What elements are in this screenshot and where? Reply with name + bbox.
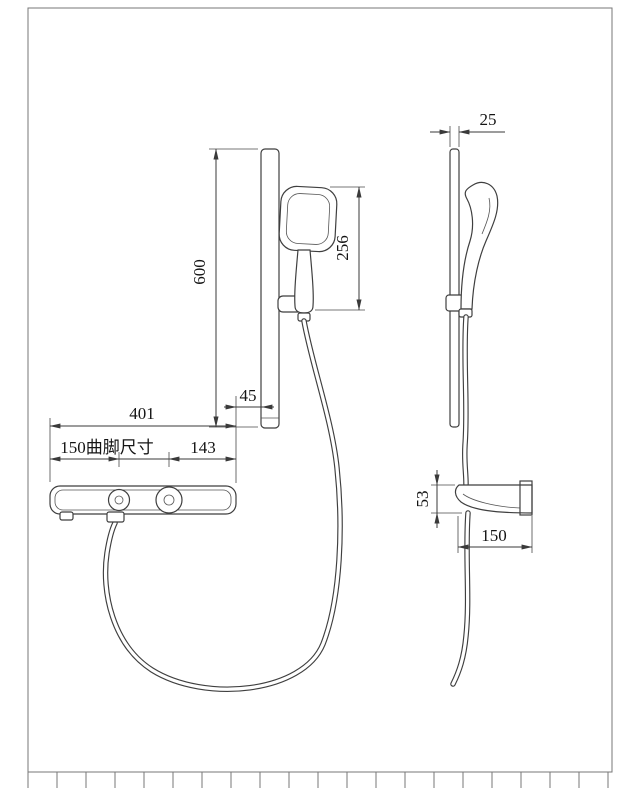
spout — [59, 511, 74, 521]
spray-face — [285, 193, 331, 245]
shelf-inner-line — [54, 489, 232, 511]
frame — [27, 7, 613, 788]
shelf-body-front — [49, 485, 237, 515]
hose-outlet — [106, 511, 125, 523]
shelf-front — [49, 485, 237, 523]
left-knob — [107, 488, 131, 512]
right-knob — [155, 486, 183, 514]
shower-head-side — [460, 181, 499, 310]
dim-label-bar-height: 600 — [190, 259, 209, 285]
dim-label-bar-depth: 25 — [480, 110, 497, 129]
shower-head-front — [278, 185, 338, 253]
head-side-detail — [481, 197, 491, 235]
dim-label-shelf-width: 401 — [129, 404, 155, 423]
shelf-body-side — [454, 484, 533, 514]
hose-side-upper-inner — [463, 315, 468, 486]
dim-label-shelf-depth: 150 — [481, 526, 507, 545]
front-view — [49, 148, 343, 692]
dimensions-front: 600 256 45 401 150曲脚尺寸 143 — [49, 148, 365, 483]
handle-front — [294, 249, 314, 314]
dim-label-foot-note: 150曲脚尺寸 — [60, 438, 154, 457]
right-knob-center — [163, 494, 175, 506]
dim-label-shelf-height: 53 — [413, 491, 432, 508]
left-knob-center — [114, 495, 124, 505]
border-frame — [27, 7, 613, 773]
bottom-ruler-ticks — [27, 772, 609, 788]
slide-bar-side — [449, 148, 460, 428]
dim-label-knob-spacing: 143 — [190, 438, 216, 457]
wall-mount-plate — [519, 480, 533, 516]
slide-bar-front — [260, 148, 280, 429]
side-view — [445, 148, 533, 687]
dimensions-side: 25 53 150 — [413, 110, 533, 553]
hose-front-inner — [103, 319, 342, 691]
dim-label-bar-offset: 45 — [240, 386, 257, 405]
dim-label-head-length: 256 — [333, 235, 352, 261]
shelf-side — [454, 480, 533, 516]
shelf-side-inner — [462, 493, 521, 509]
